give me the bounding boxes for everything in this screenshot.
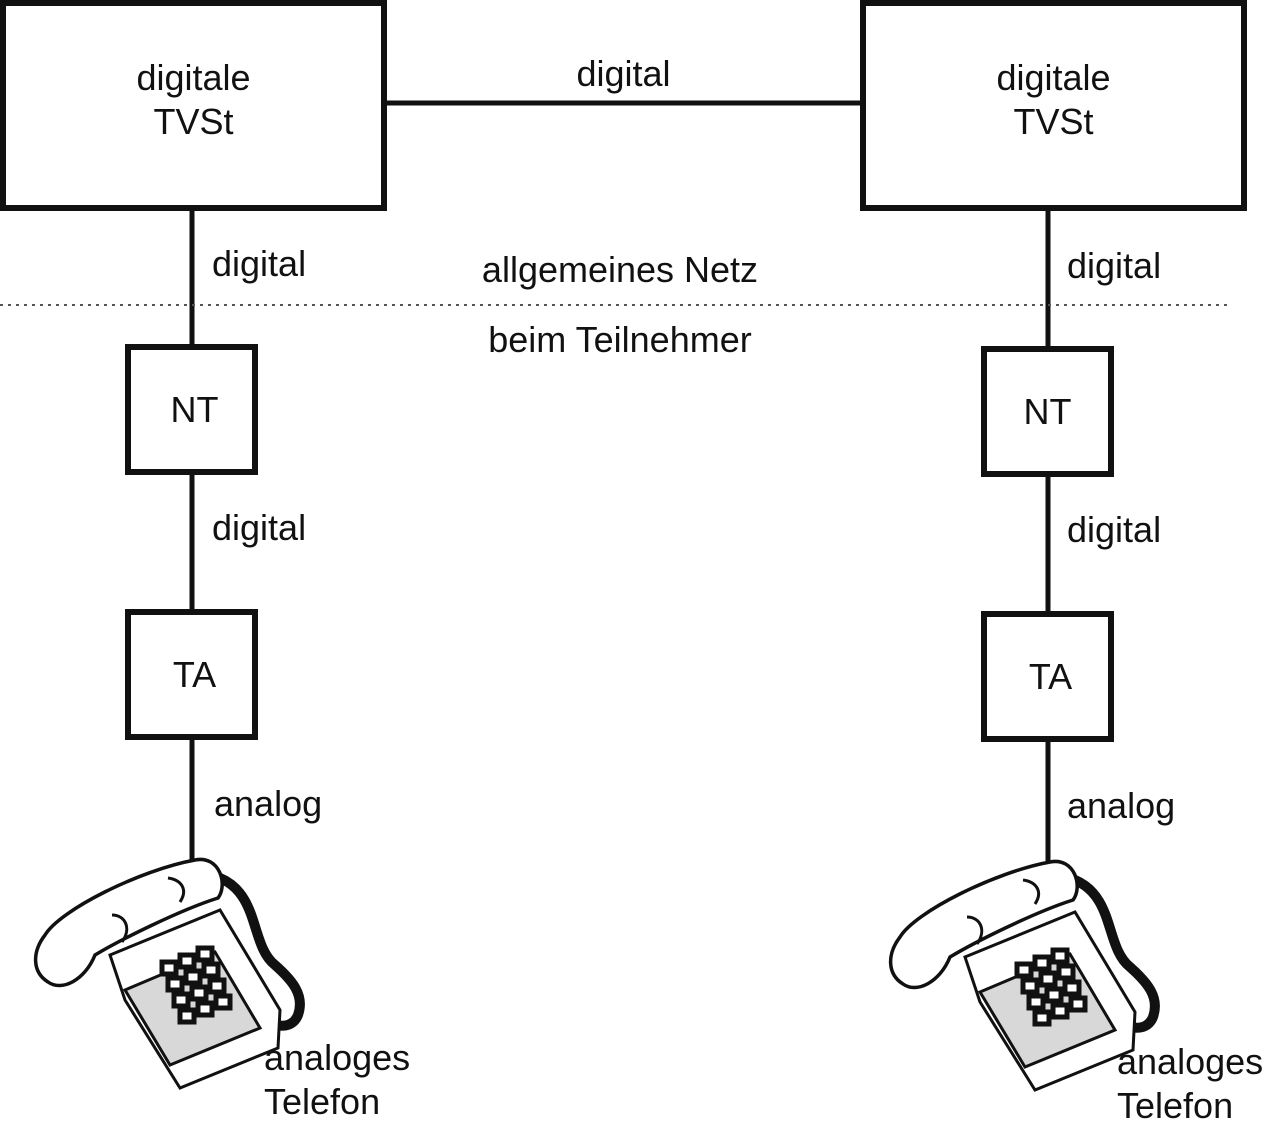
ta-left-box [125, 609, 258, 740]
right-link-nt-ta-label: digital [1067, 509, 1162, 550]
boundary-lower-label: beim Teilnehmer [488, 319, 752, 360]
exchange-right-box [860, 0, 1247, 211]
ta-left-label: TA [172, 654, 217, 695]
left-phone-label: analoges Telefon [264, 1037, 411, 1122]
telephone-icon [888, 859, 1160, 1092]
right-link-ta-phone-label: analog [1067, 785, 1176, 826]
right-link-exchange-nt-label: digital [1067, 245, 1162, 286]
boundary-upper-label: allgemeines Netz [481, 249, 759, 290]
left-link-nt-ta-label: digital [212, 507, 307, 548]
trunk-label: digital [576, 53, 671, 94]
ta-right-box [981, 611, 1114, 742]
exchange-left-box [0, 0, 387, 211]
telephone-icon [33, 857, 305, 1090]
keypad-icon [1014, 947, 1088, 1027]
keypad-icon [159, 945, 233, 1025]
left-link-ta-phone-label: analog [214, 783, 323, 824]
right-phone-label: analoges Telefon [1117, 1041, 1264, 1126]
exchange-right-label: digitale TVSt [996, 57, 1111, 142]
left-link-exchange-nt-label: digital [212, 243, 307, 284]
nt-left-label: NT [170, 389, 219, 430]
nt-right-label: NT [1023, 391, 1072, 432]
exchange-left-label: digitale TVSt [136, 57, 251, 142]
ta-right-label: TA [1028, 656, 1073, 697]
